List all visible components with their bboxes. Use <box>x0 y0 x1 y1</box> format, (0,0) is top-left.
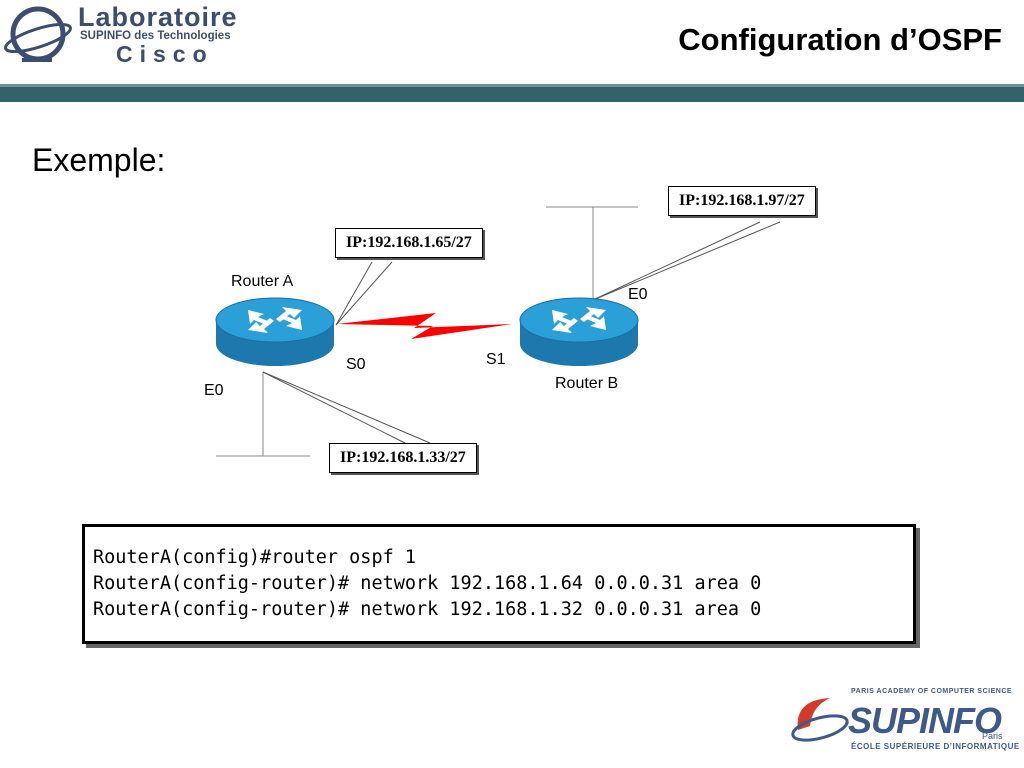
lab-logo: Laboratoire SUPINFO des Technologies Cis… <box>0 0 278 70</box>
callout-b-e0 <box>592 221 761 301</box>
logo-text-supinfo: SUPINFO des Technologies <box>80 30 231 42</box>
callout-a-s0 <box>335 261 373 326</box>
code-line-3: RouterA(config-router)# network 192.168.… <box>93 599 762 620</box>
router-b-e0-label: E0 <box>628 286 648 303</box>
slide-title: Configuration d’OSPF <box>678 22 1002 57</box>
header-band-highlight <box>0 84 1024 87</box>
code-line-1: RouterA(config)#router ospf 1 <box>93 547 417 568</box>
code-line-2: RouterA(config-router)# network 192.168.… <box>93 573 762 594</box>
footer-city: Paris <box>982 731 1003 741</box>
router-b-icon <box>519 297 639 366</box>
config-code-box: RouterA(config)#router ospf 1 RouterA(co… <box>82 524 916 644</box>
header-band <box>0 84 1024 102</box>
footer-brand: SUPINFO <box>848 700 1002 741</box>
supinfo-swoosh-icon <box>791 698 849 742</box>
ip-box-router-a-s0: IP:192.168.1.65/27 <box>335 228 483 258</box>
logo-text-laboratoire: Laboratoire <box>78 2 238 32</box>
ip-box-router-b-e0: IP:192.168.1.97/27 <box>668 186 816 216</box>
globe-logo-icon <box>4 6 72 62</box>
logo-text-cisco: Cisco <box>116 41 214 67</box>
footer-school-text: ÉCOLE SUPÉRIEURE D’INFORMATIQUE <box>851 742 1020 751</box>
footer-academy-text: PARIS ACADEMY OF COMPUTER SCIENCE <box>851 688 1013 695</box>
callout-a-e0 <box>262 371 406 444</box>
router-a-icon <box>215 297 335 366</box>
example-heading: Exemple: <box>32 142 166 178</box>
router-a-e0-label: E0 <box>204 382 224 399</box>
serial-link-icon <box>337 313 512 339</box>
router-a-label: Router A <box>231 273 294 290</box>
ip-box-router-a-e0: IP:192.168.1.33/27 <box>329 443 477 473</box>
router-a-s0-label: S0 <box>346 356 366 373</box>
router-b-s1-label: S1 <box>486 351 506 368</box>
router-b-label: Router B <box>555 375 619 392</box>
